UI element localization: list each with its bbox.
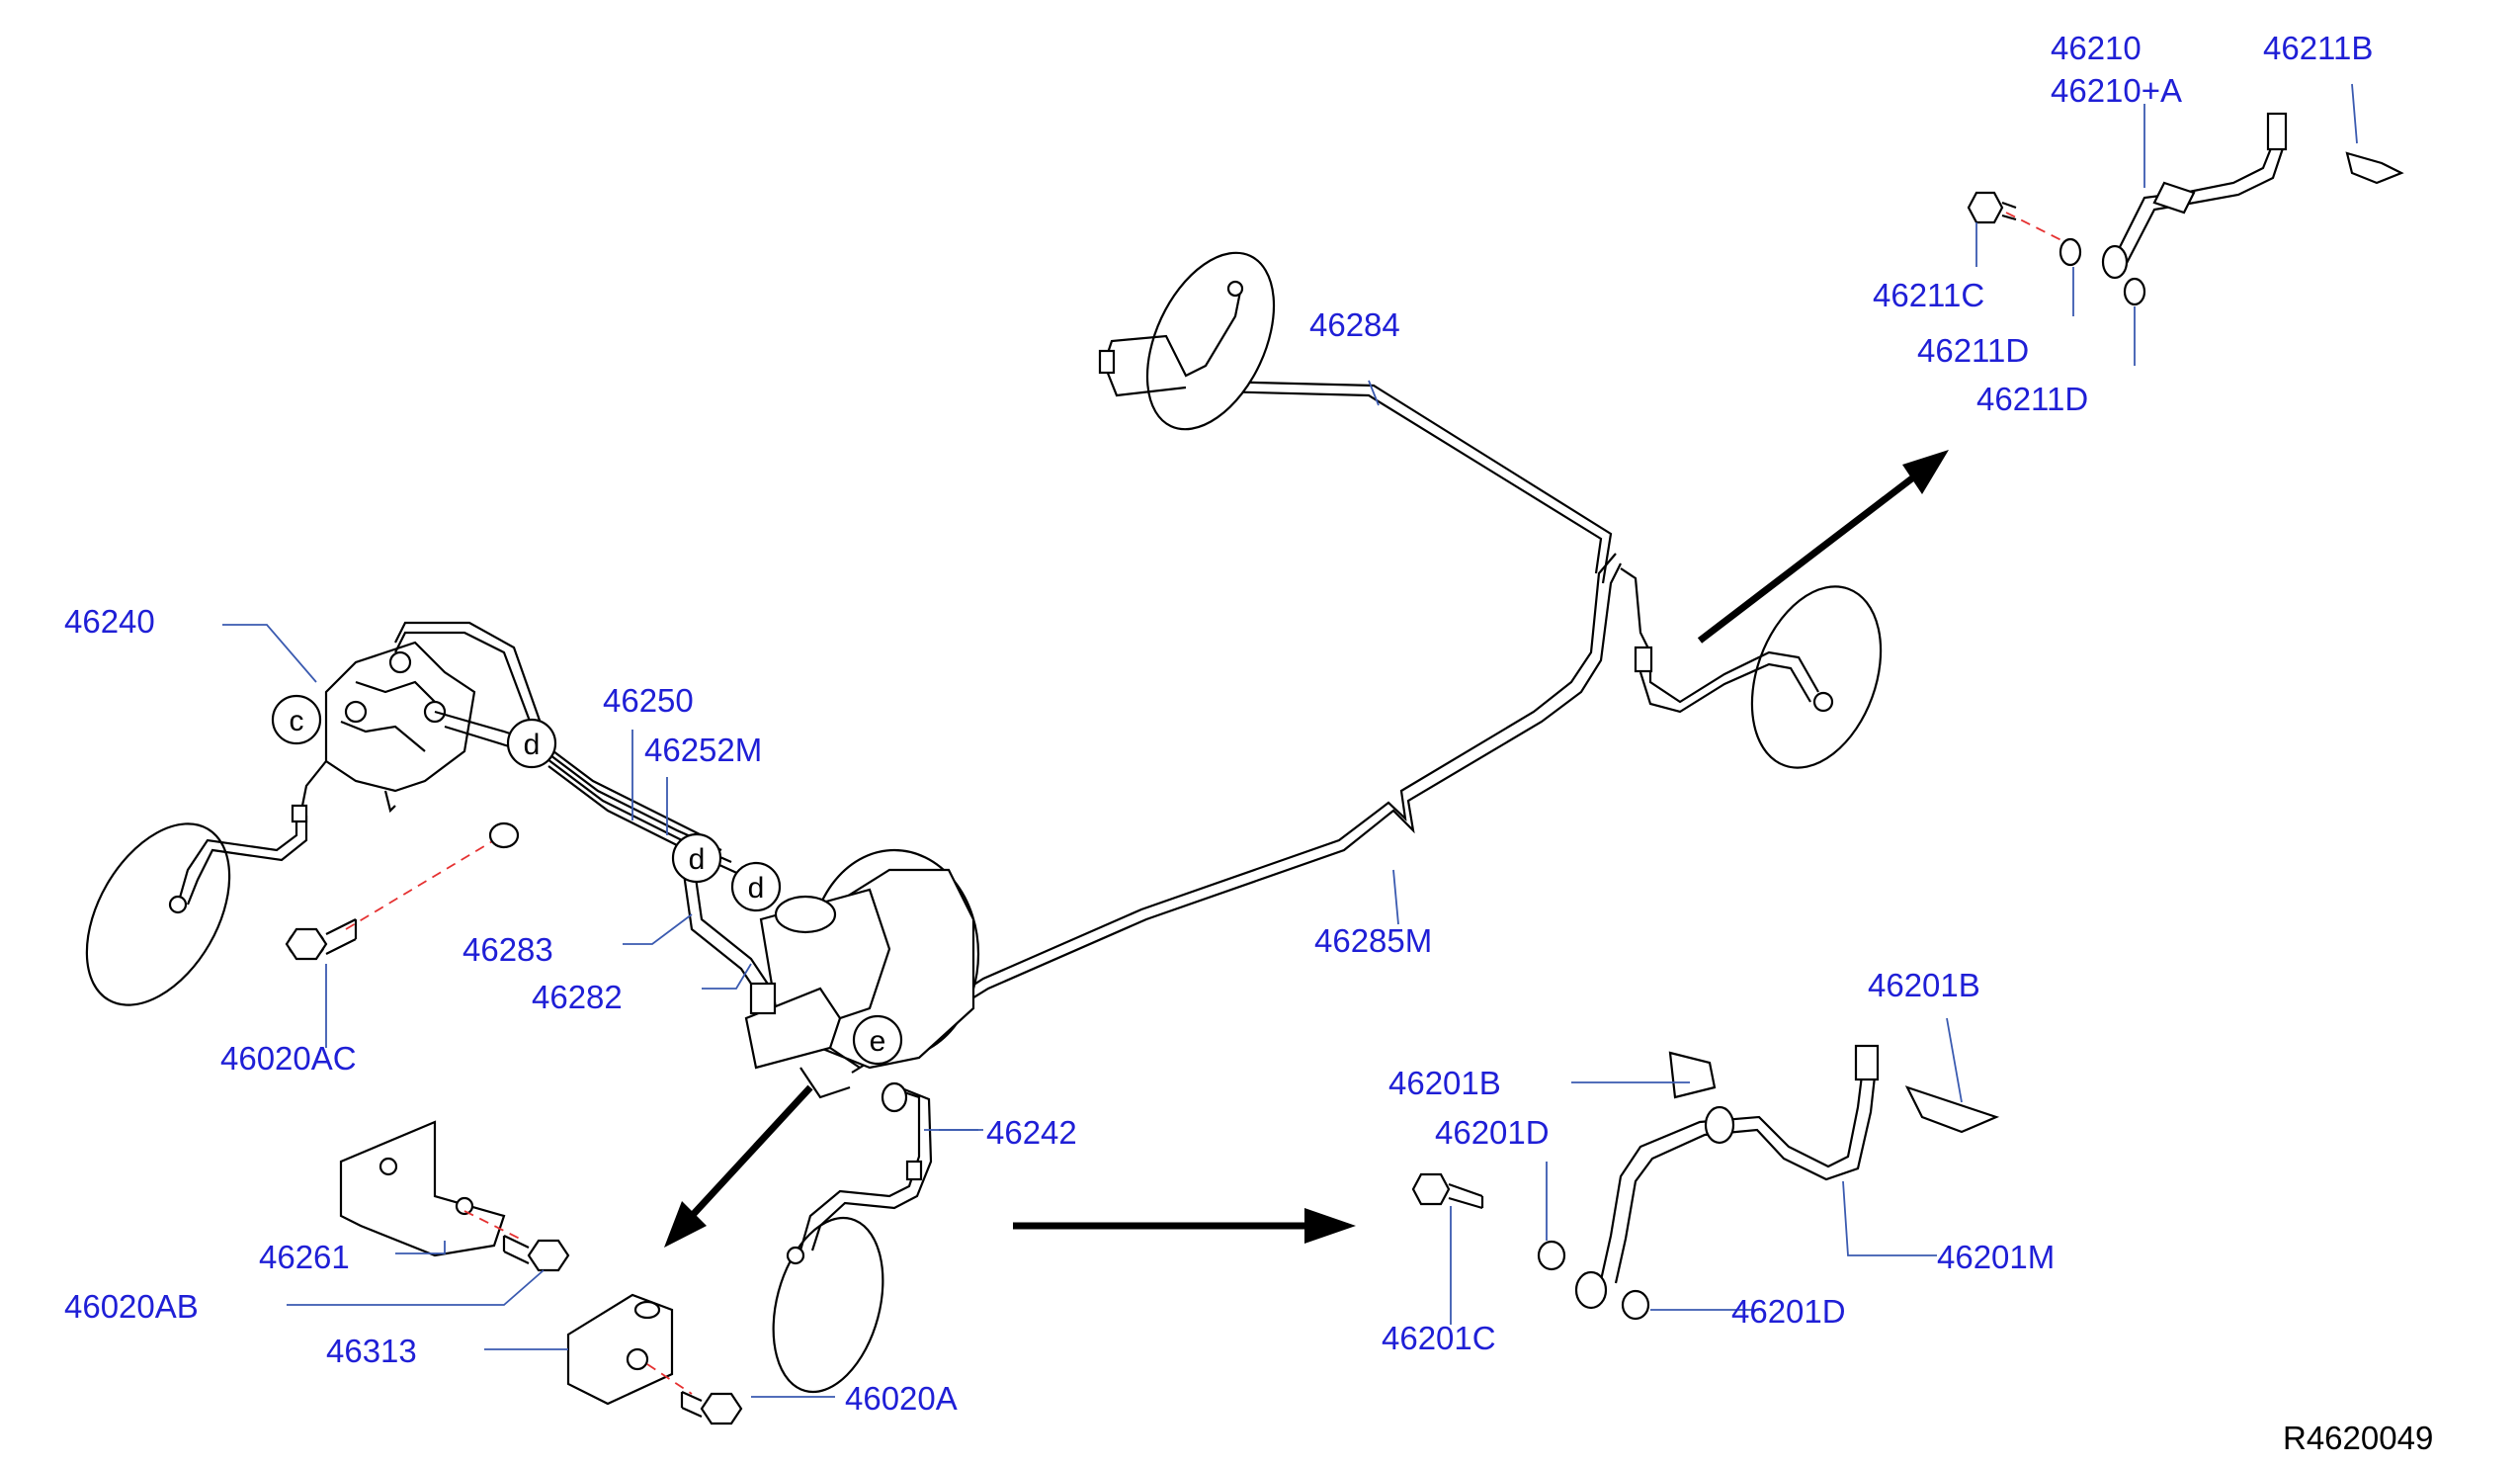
brake-line-46285m xyxy=(851,553,1622,1074)
label-46210a: 46210+A xyxy=(2051,72,2182,109)
label-46282: 46282 xyxy=(532,979,623,1015)
hose-46242 xyxy=(772,1081,933,1394)
bolt-46020ac-assembly xyxy=(285,821,520,961)
svg-text:e: e xyxy=(870,1025,886,1058)
detail-arrows xyxy=(664,450,1949,1248)
label-46201d-1: 46201D xyxy=(1435,1114,1550,1151)
label-46211b: 46211B xyxy=(2263,30,2373,66)
label-46252m: 46252M xyxy=(644,732,762,768)
part-labels: 46210 46210+A 46211B 46211C 46211D 46211… xyxy=(64,30,2373,1417)
hose-46201-detail xyxy=(1411,1044,2000,1321)
label-46283: 46283 xyxy=(462,931,553,968)
brake-line-46284 xyxy=(1175,379,1613,584)
brake-line-bundle-46250 xyxy=(533,735,772,999)
reference-code: R4620049 xyxy=(2283,1420,2433,1456)
label-46210: 46210 xyxy=(2051,30,2142,66)
label-46020ac: 46020AC xyxy=(220,1040,357,1077)
label-46020ab: 46020AB xyxy=(64,1288,199,1325)
label-46313: 46313 xyxy=(326,1333,417,1369)
svg-text:c: c xyxy=(290,705,304,737)
label-46285m: 46285M xyxy=(1314,922,1432,959)
label-46201b-2: 46201B xyxy=(1868,967,1980,1003)
svg-text:d: d xyxy=(689,843,706,876)
callout-c: c xyxy=(271,694,322,745)
label-46211d-2: 46211D xyxy=(1976,381,2088,417)
label-46201b-1: 46201B xyxy=(1388,1065,1501,1101)
label-46250: 46250 xyxy=(603,682,694,719)
label-46240: 46240 xyxy=(64,603,155,640)
hose-46210-detail xyxy=(1967,112,2404,306)
callout-e: e xyxy=(852,1014,903,1066)
callout-d-3: d xyxy=(730,861,782,912)
front-left-disc xyxy=(85,760,327,1006)
svg-text:d: d xyxy=(748,872,765,905)
callout-d-1: d xyxy=(506,718,557,769)
label-46242: 46242 xyxy=(986,1114,1077,1151)
callout-d-2: d xyxy=(671,832,722,884)
front-right-disc xyxy=(1098,251,1276,431)
label-46211d-1: 46211D xyxy=(1917,332,2029,369)
rear-right-disc xyxy=(1620,567,1883,769)
label-46284: 46284 xyxy=(1309,306,1400,343)
label-46201m: 46201M xyxy=(1937,1239,2055,1275)
label-46201c: 46201C xyxy=(1382,1320,1496,1356)
label-46211c: 46211C xyxy=(1873,277,1984,313)
label-46261: 46261 xyxy=(259,1239,350,1275)
label-46020a: 46020A xyxy=(845,1380,958,1417)
label-46201d-2: 46201D xyxy=(1731,1293,1846,1330)
master-cylinder-booster xyxy=(744,848,980,1099)
svg-text:d: d xyxy=(524,729,541,761)
bracket-46261 xyxy=(339,1120,570,1272)
bracket-46313 xyxy=(566,1293,743,1425)
leader-lines xyxy=(222,83,2358,1398)
abs-actuator-46240 xyxy=(324,621,546,814)
